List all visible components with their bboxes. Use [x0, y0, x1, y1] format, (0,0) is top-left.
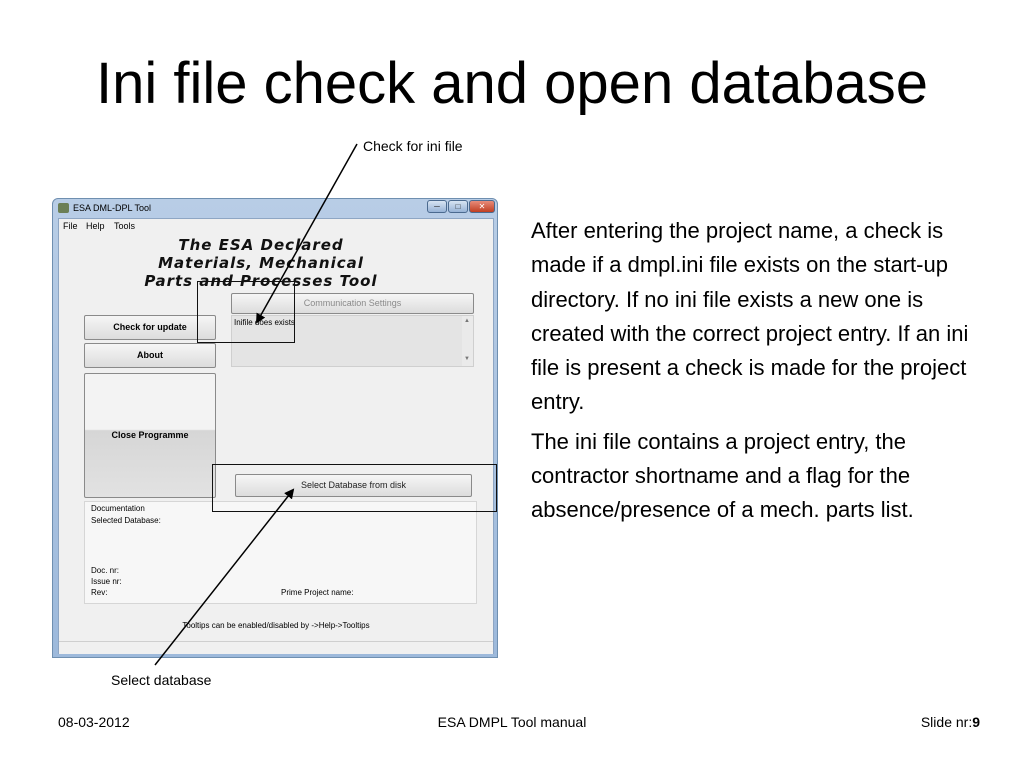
body-text: After entering the project name, a check…	[531, 214, 971, 533]
select-database-button[interactable]: Select Database from disk	[235, 474, 472, 497]
check-for-update-button[interactable]: Check for update	[84, 315, 216, 340]
footer-date: 08-03-2012	[58, 714, 130, 730]
menu-help[interactable]: Help	[86, 221, 105, 231]
close-icon: ✕	[478, 202, 486, 211]
app-icon	[58, 203, 69, 213]
ini-status-highlight	[197, 281, 295, 343]
title-bar[interactable]: ESA DML-DPL Tool ─ □ ✕	[53, 199, 497, 217]
documentation-label: Documentation	[91, 504, 145, 513]
callout-check-ini: Check for ini file	[363, 138, 463, 154]
issue-nr-label: Issue nr:	[91, 577, 122, 586]
paragraph: After entering the project name, a check…	[531, 218, 969, 415]
menu-file[interactable]: File	[63, 221, 78, 231]
tooltips-note: Tooltips can be enabled/disabled by ->He…	[182, 621, 370, 630]
scrollbar[interactable]: ▲ ▼	[462, 316, 473, 366]
maximize-icon: □	[455, 202, 461, 211]
paragraph: The ini file contains a project entry, t…	[531, 428, 914, 523]
banner-line: Materials, Mechanical	[158, 254, 364, 272]
slide-number: 9	[972, 714, 980, 730]
rev-label: Rev:	[91, 588, 108, 597]
close-button[interactable]: ✕	[469, 200, 495, 213]
footer-slide-number: Slide nr:9	[921, 714, 980, 730]
banner-line: The ESA Declared	[178, 236, 344, 254]
slide-label: Slide nr:	[920, 714, 973, 730]
scroll-up-icon[interactable]: ▲	[464, 318, 470, 324]
status-bar	[59, 641, 493, 654]
menu-tools[interactable]: Tools	[114, 221, 136, 231]
minimize-icon: ─	[434, 202, 440, 211]
documentation-panel: Documentation Selected Database: Doc. nr…	[84, 501, 477, 604]
select-database-highlight	[212, 464, 497, 512]
scroll-down-icon[interactable]: ▼	[464, 356, 470, 362]
selected-database-label: Selected Database:	[91, 516, 161, 525]
about-button[interactable]: About	[84, 343, 216, 368]
doc-nr-label: Doc. nr:	[91, 566, 120, 575]
window-title: ESA DML-DPL Tool	[73, 203, 152, 213]
prime-project-label: Prime Project name:	[281, 588, 354, 597]
maximize-button[interactable]: □	[448, 200, 468, 213]
footer-center: ESA DMPL Tool manual	[437, 714, 587, 730]
close-programme-button[interactable]: Close Programme	[84, 373, 216, 498]
callout-select-database: Select database	[111, 672, 212, 688]
menu-bar: File Help Tools	[59, 219, 493, 234]
minimize-button[interactable]: ─	[427, 200, 447, 213]
app-window: ESA DML-DPL Tool ─ □ ✕ File Help Tools T…	[52, 198, 498, 658]
slide-title: Ini file check and open database	[96, 51, 928, 116]
